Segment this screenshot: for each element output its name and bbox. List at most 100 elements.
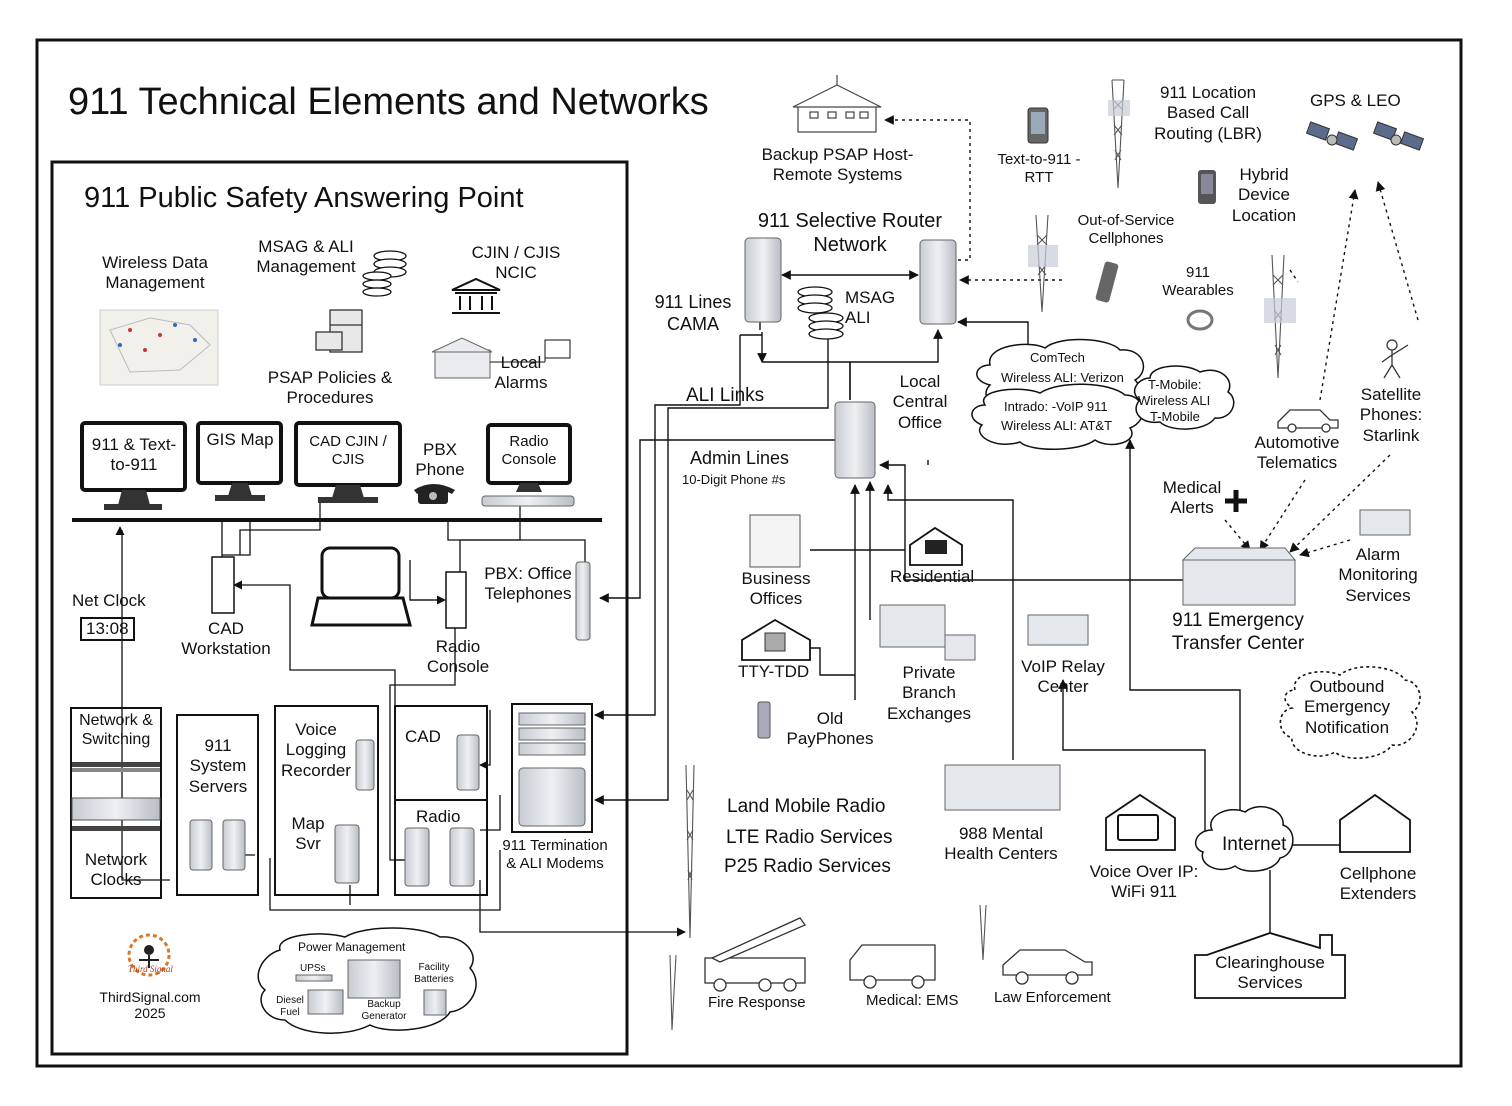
monitor-gis-label: GIS Map [206, 430, 274, 449]
residential-label: Residential [890, 567, 975, 586]
server-units [189, 237, 957, 887]
tower-small-1 [669, 954, 677, 1031]
psap-connections [72, 500, 686, 937]
medical-plus-icon [1225, 490, 1247, 512]
voip-relay-label: VoIP Relay Center [1021, 657, 1105, 697]
external-connections [594, 270, 1340, 935]
brand-year: 2025 [134, 1005, 166, 1021]
alarm-building-icon [431, 337, 571, 379]
outbound-label: Outbound Emergency Notification [1304, 677, 1390, 737]
tty-device-icon [764, 632, 786, 652]
monitor-911 [80, 421, 187, 510]
monitor-radio-label: Radio Console [501, 433, 557, 468]
laptop [310, 546, 412, 627]
radio-console-tower [445, 571, 467, 629]
pbx-phone-label: PBX Phone [415, 440, 465, 480]
etc-building [1182, 559, 1296, 606]
text-rtt-label: Text-to-911 - RTT [997, 151, 1081, 186]
monitor-cad [294, 421, 402, 503]
outer-frame [35, 38, 1463, 1068]
backup-generator-label: Backup Generator [361, 999, 407, 1022]
tmobile-cloud [1133, 365, 1235, 430]
lte-label: LTE Radio Services [726, 827, 893, 848]
houses [741, 526, 1411, 999]
p25-label: P25 Radio Services [724, 856, 891, 877]
voice-logging-label: Voice Logging Recorder [281, 720, 351, 780]
network-switching-label: Network & Switching [79, 712, 153, 749]
intrado-cloud [971, 383, 1144, 450]
car-icon [1277, 409, 1339, 433]
lines-cama-label: 911 Lines CAMA [654, 292, 732, 334]
gps-leo-label: GPS & LEO [1310, 91, 1401, 110]
out-of-service-label: Out-of-Service Cellphones [1077, 212, 1175, 247]
server-boxes [70, 703, 593, 899]
fire-truck [704, 917, 806, 992]
psap-policies-label: PSAP Policies & Procedures [267, 368, 393, 408]
business-building [749, 514, 801, 568]
monitor-911-label: 911 & Text-to-911 [91, 435, 177, 475]
admin-sub-label: 10-Digit Phone #s [682, 472, 786, 487]
map-thumbnail [99, 309, 219, 386]
local-alarms-label: Local Alarms [494, 353, 548, 393]
mobile-devices [1027, 107, 1216, 331]
network-switch-rack [71, 762, 161, 831]
residential-phone-icon [925, 540, 947, 554]
map-svr-label: Map Svr [291, 814, 325, 854]
thirdsignal-logo-icon [127, 933, 171, 977]
extender-house [1339, 793, 1411, 853]
admin-lines-label: Admin Lines [690, 448, 790, 468]
business-label: Business Offices [741, 569, 811, 609]
satellites [1305, 121, 1425, 151]
network-clocks-label: Network Clocks [84, 850, 148, 890]
tower-lmr [685, 764, 695, 939]
brand-logo-text: Third Signal [128, 964, 173, 974]
pbx-office-label: PBX: Office Telephones [484, 564, 572, 604]
intrado-label: Intrado: -VoIP 911 [1004, 399, 1108, 414]
clearinghouse-house [1194, 932, 1346, 999]
cad-workstation-label: CAD Workstation [181, 619, 271, 659]
power-title: Power Management [298, 940, 406, 954]
brand-site: ThirdSignal.com [99, 989, 201, 1005]
power-items [295, 959, 447, 1016]
dotted-links [884, 115, 1419, 558]
msag-ali-mgmt-label: MSAG & ALI Management [256, 237, 356, 277]
psap-boundary [50, 160, 629, 1056]
ambulance [849, 944, 936, 989]
clearinghouse-label: Clearinghouse Services [1215, 953, 1325, 993]
payphones-label: Old PayPhones [786, 709, 874, 749]
tower-small-2 [979, 904, 987, 961]
ems-label: Medical: EMS [866, 992, 959, 1009]
pbx-building [879, 604, 946, 648]
payphone-icon [757, 701, 771, 739]
psap-title: 911 Public Safety Answering Point [84, 182, 524, 214]
monitors [80, 421, 575, 627]
ali-links-label: ALI Links [686, 385, 765, 406]
net-clock-time: 13:08 [80, 617, 135, 642]
radio-console-label: Radio Console [426, 637, 490, 677]
medical-alerts-label: Medical Alerts [1162, 478, 1222, 518]
system-servers-label: 911 System Servers [188, 736, 248, 796]
mental-health-building [944, 764, 1061, 811]
voip-wifi-label: Voice Over IP: WiFi 911 [1089, 862, 1199, 902]
net-clock-label: Net Clock [72, 591, 146, 610]
lmr-label: Land Mobile Radio [727, 796, 886, 817]
vehicles [704, 917, 1093, 992]
voip-relay-building [1027, 614, 1089, 646]
pbx-switch [575, 561, 591, 641]
intrado-att-label: Wireless ALI: AT&T [1001, 418, 1113, 433]
towers [669, 79, 1296, 1031]
radio-server-label: Radio [416, 807, 461, 826]
internet-cloud [1194, 806, 1294, 872]
tmobile-label: T-Mobile: [1148, 377, 1202, 392]
cell-extenders-label: Cellphone Extenders [1339, 864, 1417, 904]
file-cabinet-icon [315, 309, 363, 353]
diesel-label: Diesel Fuel [276, 995, 304, 1018]
lbr-label: 911 Location Based Call Routing (LBR) [1154, 83, 1262, 143]
pbx-phone [414, 484, 455, 504]
tower-cell-2 [1264, 254, 1296, 379]
facility-batteries-label: Facility Batteries [414, 962, 454, 985]
law-label: Law Enforcement [994, 989, 1111, 1006]
alarm-monitoring-label: Alarm Monitoring Services [1338, 545, 1418, 605]
internet-label: Internet [1222, 834, 1287, 855]
